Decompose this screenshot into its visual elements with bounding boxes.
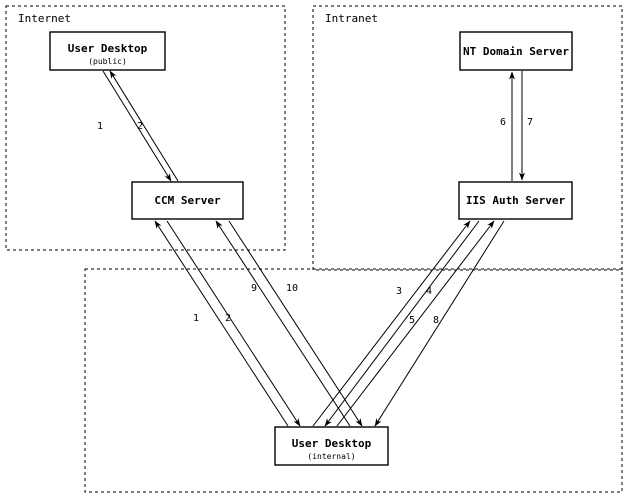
zone-labels: Internet Intranet [18, 12, 378, 25]
flow-group-internal-ccm-910 [215, 220, 363, 427]
node-box-iis-auth-server[interactable] [458, 181, 573, 220]
flow-label-6: 6 [500, 117, 506, 128]
node-iis-auth-server[interactable]: IIS Auth Server [458, 181, 573, 220]
flow-group-public-ccm [102, 70, 179, 182]
flow-line-1-internal [154, 220, 289, 427]
flow-line-9 [215, 220, 351, 427]
flow-line-8 [374, 220, 505, 427]
flow-labels: 1 2 1 2 3 4 5 6 7 8 9 10 [97, 117, 533, 326]
node-user-desktop-public[interactable]: User Desktop (public) [49, 31, 166, 71]
node-subtitle-user-desktop-internal: (internal) [307, 452, 355, 461]
flow-label-7: 7 [527, 117, 533, 128]
flow-label-8: 8 [433, 315, 439, 326]
flow-line-4 [324, 220, 480, 427]
flow-label-5: 5 [409, 315, 415, 326]
flow-label-10: 10 [286, 283, 298, 294]
flow-group-internal-iis-34 [312, 220, 480, 427]
node-box-ccm-server[interactable] [131, 181, 244, 220]
flow-line-5 [336, 220, 495, 427]
flow-group-iis-nt [509, 71, 525, 181]
flow-group-internal-iis-58 [336, 220, 505, 427]
node-subtitle-user-desktop-public: (public) [88, 57, 127, 66]
node-title-iis-auth-server: IIS Auth Server [466, 194, 566, 207]
flow-label-2-public: 2 [137, 121, 143, 132]
zone-label-intranet: Intranet [325, 12, 378, 25]
flow-label-2-internal: 2 [225, 313, 231, 324]
node-nt-domain-server[interactable]: NT Domain Server [459, 31, 573, 71]
flow-line-1-public [102, 70, 172, 182]
flow-group-internal-ccm-12 [154, 220, 301, 427]
node-ccm-server[interactable]: CCM Server [131, 181, 244, 220]
zone-boundaries [5, 5, 623, 493]
flow-label-4: 4 [426, 286, 432, 297]
node-box-user-desktop-internal[interactable] [274, 426, 389, 466]
flow-label-1-internal: 1 [193, 313, 199, 324]
node-user-desktop-internal[interactable]: User Desktop (internal) [274, 426, 389, 466]
node-box-user-desktop-public[interactable] [49, 31, 166, 71]
flow-line-2-public [109, 70, 179, 182]
zone-label-internet: Internet [18, 12, 71, 25]
zone-internal-boundary [84, 268, 623, 493]
flow-line-2-internal [166, 220, 301, 427]
node-title-user-desktop-public: User Desktop [68, 42, 148, 55]
zone-intranet-boundary [312, 5, 623, 271]
node-title-user-desktop-internal: User Desktop [292, 437, 372, 450]
zone-internet-boundary [5, 5, 286, 251]
flow-label-1-public: 1 [97, 121, 103, 132]
node-title-ccm-server: CCM Server [154, 194, 221, 207]
flow-line-3 [312, 220, 471, 427]
flow-label-3: 3 [396, 286, 402, 297]
flow-line-10 [228, 220, 363, 427]
flow-label-9: 9 [251, 283, 257, 294]
node-box-nt-domain-server[interactable] [459, 31, 573, 71]
node-title-nt-domain-server: NT Domain Server [463, 45, 569, 58]
